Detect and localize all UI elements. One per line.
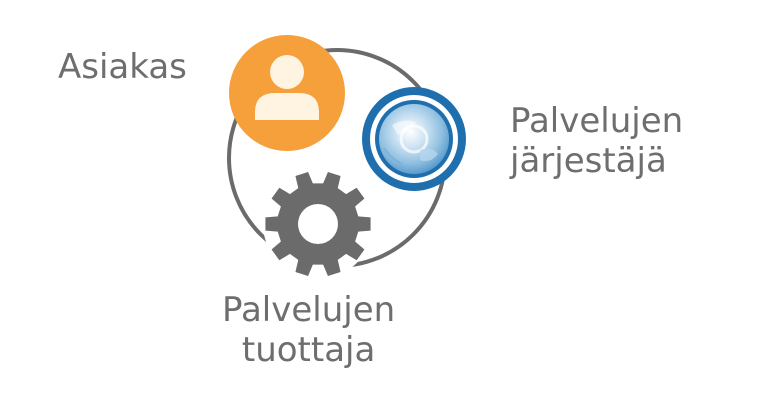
organizer-label: Palvelujen järjestäjä: [510, 101, 683, 181]
organizer-label-line2: järjestäjä: [510, 141, 667, 181]
globe-eye-icon: [379, 104, 449, 174]
producer-label-line2: tuottaja: [241, 330, 376, 370]
customer-label: Asiakas: [58, 47, 187, 87]
person-icon: [255, 55, 319, 120]
organizer-node: [362, 87, 466, 191]
organizer-label-line1: Palvelujen: [510, 101, 684, 141]
producer-label-line1: Palvelujen: [222, 290, 396, 330]
gear-shape: [265, 171, 371, 277]
producer-label: Palvelujen tuottaja: [222, 290, 395, 370]
customer-node: [229, 35, 345, 151]
producer-node: [263, 169, 373, 279]
gear-icon: [265, 171, 371, 277]
